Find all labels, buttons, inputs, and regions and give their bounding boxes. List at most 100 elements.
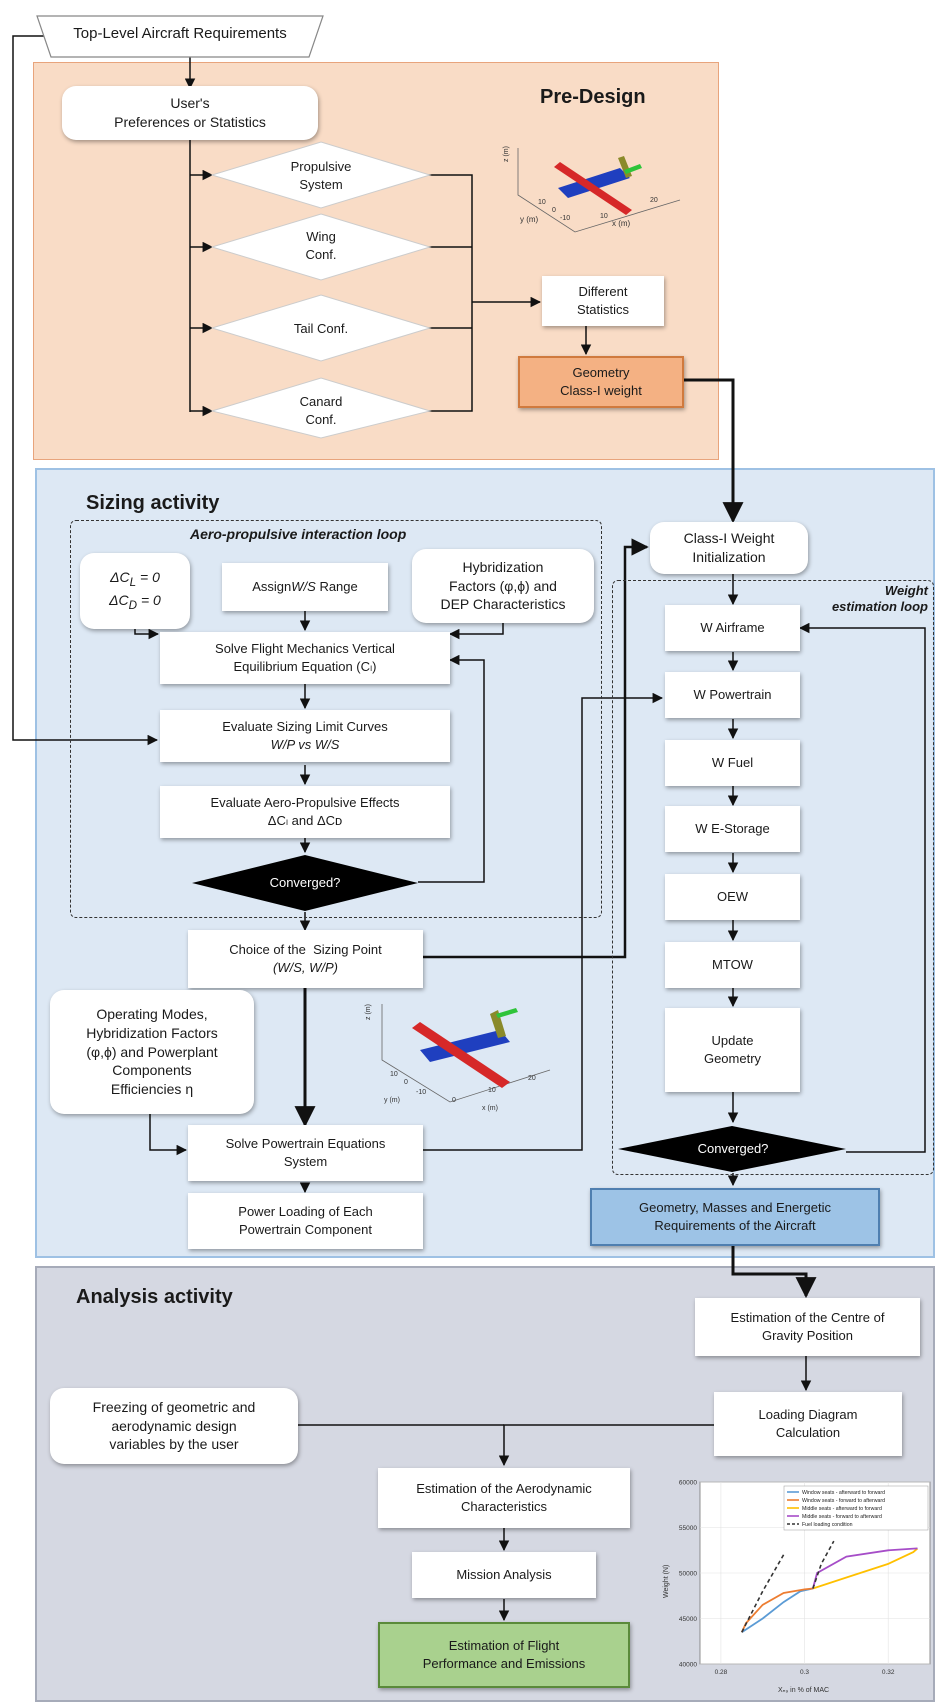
evaluate-limit-line2: W/P vs W/S bbox=[270, 737, 340, 752]
chart-xlabel: Xₙ₉ in % of MAC bbox=[778, 1687, 829, 1694]
plot-top-ytick-3: -10 bbox=[560, 215, 570, 222]
plot-mid-xtick-2: 20 bbox=[528, 1075, 536, 1082]
chart-ytick-label: 50000 bbox=[679, 1571, 697, 1578]
assign-ws-b: W/S bbox=[291, 579, 316, 595]
chart-ytick-label: 55000 bbox=[679, 1525, 697, 1532]
delta-cd-symbol: ΔC bbox=[109, 592, 129, 608]
freezing-box: Freezing of geometric and aerodynamic de… bbox=[50, 1388, 298, 1464]
delta-cd-line: ΔCD = 0 bbox=[109, 592, 161, 612]
requirements-shape bbox=[36, 15, 324, 58]
aero-characteristics-box: Estimation of the Aerodynamic Characteri… bbox=[378, 1468, 630, 1528]
mission-analysis-box: Mission Analysis bbox=[412, 1552, 596, 1598]
aero-loop-frame bbox=[70, 520, 602, 918]
propulsive-system-label: Propulsive System bbox=[290, 159, 352, 192]
chart-series-line bbox=[741, 1554, 785, 1633]
plot-mid-zlabel: z (m) bbox=[365, 1004, 372, 1020]
solve-flight-box: Solve Flight Mechanics Vertical Equilibr… bbox=[160, 632, 450, 684]
solve-powertrain-box: Solve Powertrain Equations System bbox=[188, 1125, 423, 1181]
power-loading-box: Power Loading of Each Powertrain Compone… bbox=[188, 1193, 423, 1249]
w-airframe-box: W Airframe bbox=[665, 605, 800, 651]
aero-loop-title: Aero-propulsive interaction loop bbox=[190, 526, 407, 542]
decision-diamonds bbox=[210, 141, 432, 439]
geometry-class-i-box: Geometry Class-I weight bbox=[518, 356, 684, 408]
mtow-box: MTOW bbox=[665, 942, 800, 988]
chart-legend-box bbox=[783, 1485, 929, 1531]
evaluate-aero-line1: Evaluate Aero-Propulsive Effects bbox=[210, 795, 400, 811]
chart-ytick-label: 45000 bbox=[679, 1616, 697, 1623]
plot-top-ytick-2: 0 bbox=[552, 207, 556, 214]
chart-ytick-label: 60000 bbox=[679, 1480, 697, 1487]
plot-top-ytick-1: 10 bbox=[538, 199, 546, 206]
choice-sizing-point-box: Choice of the Sizing Point (W/S, W/P) bbox=[188, 930, 423, 988]
converged-right-diamond bbox=[618, 1126, 846, 1172]
chart-ylabel: Weight (N) bbox=[663, 1565, 670, 1598]
w-powertrain-box: W Powertrain bbox=[665, 672, 800, 718]
delta-cl-line: ΔCL = 0 bbox=[110, 569, 160, 590]
predesign-title: Pre-Design bbox=[540, 86, 646, 108]
aircraft-3d-plot-mid: z (m) y (m) x (m) 10 0 -10 0 10 20 bbox=[365, 1004, 551, 1112]
converged-right-label: Converged? bbox=[697, 1141, 769, 1156]
delta-cl-symbol: ΔC bbox=[110, 569, 130, 586]
chart-series-line bbox=[812, 1540, 835, 1589]
chart-legend-label: Window seats - forward to afterward bbox=[802, 1498, 885, 1504]
weight-loop-frame bbox=[612, 580, 934, 1175]
loading-diagram-box: Loading Diagram Calculation bbox=[714, 1392, 902, 1456]
converged-left-diamond bbox=[192, 855, 418, 911]
wing-conf-label: Wing Conf. bbox=[305, 229, 337, 262]
assign-ws-range-box: Assign W/S Range bbox=[222, 563, 388, 611]
evaluate-aero-box: Evaluate Aero-Propulsive Effects ΔCₗ and… bbox=[160, 786, 450, 838]
assign-ws-a: Assign bbox=[252, 579, 292, 595]
preferences-box: User's Preferences or Statistics bbox=[62, 86, 318, 140]
evaluate-limit-line1: Evaluate Sizing Limit Curves bbox=[222, 719, 388, 735]
choice-line1: Choice of the Sizing Point bbox=[229, 942, 382, 958]
plot-mid-ytick-1: 10 bbox=[390, 1071, 398, 1078]
chart-legend-label: Fuel loading condition bbox=[802, 1522, 853, 1528]
plot-top-xlabel: x (m) bbox=[612, 219, 631, 228]
chart-xtick-label: 0.32 bbox=[882, 1669, 895, 1676]
choice-line2: (W/S, W/P) bbox=[273, 960, 338, 975]
aircraft-3d-plot-top: z (m) y (m) x (m) 10 0 -10 10 20 bbox=[503, 146, 681, 233]
top-requirements-label: Top-Level Aircraft Requirements bbox=[73, 25, 287, 42]
geometry-masses-output-box: Geometry, Masses and Energetic Requireme… bbox=[590, 1188, 880, 1246]
weight-loop-title: Weight estimation loop bbox=[831, 583, 928, 615]
oew-box: OEW bbox=[665, 874, 800, 920]
chart-legend-label: Middle seats - afterward to forward bbox=[802, 1506, 882, 1512]
update-geometry-box: Update Geometry bbox=[665, 1008, 800, 1092]
sizing-title: Sizing activity bbox=[86, 492, 220, 514]
w-fuel-box: W Fuel bbox=[665, 740, 800, 786]
plot-mid-xlabel: x (m) bbox=[482, 1105, 498, 1112]
class-i-init-box: Class-I Weight Initialization bbox=[650, 522, 808, 574]
performance-emissions-box: Estimation of Flight Performance and Emi… bbox=[378, 1622, 630, 1688]
tail-conf-label: Tail Conf. bbox=[293, 321, 349, 336]
delta-cd-sub: D bbox=[128, 598, 138, 612]
chart-legend-label: Window seats - afterward to forward bbox=[802, 1490, 885, 1496]
chart-legend: Window seats - afterward to forwardWindo… bbox=[783, 1485, 929, 1531]
different-statistics-box: Different Statistics bbox=[542, 276, 664, 326]
canard-conf-label: Canard Conf. bbox=[299, 394, 343, 427]
cg-estimation-box: Estimation of the Centre of Gravity Posi… bbox=[695, 1298, 920, 1356]
plot-mid-xtick-1: 10 bbox=[488, 1087, 496, 1094]
assign-ws-c: Range bbox=[315, 579, 358, 595]
chart-series-line bbox=[812, 1547, 919, 1590]
delta-coefficients-box: ΔCL = 0 ΔCD = 0 bbox=[80, 553, 190, 629]
plot-mid-ytick-2: 0 bbox=[404, 1079, 408, 1086]
plot-top-ylabel: y (m) bbox=[520, 215, 539, 224]
plot-top-xtick-2: 20 bbox=[650, 197, 658, 204]
operating-modes-box: Operating Modes, Hybridization Factors (… bbox=[50, 990, 254, 1114]
delta-cl-sub: L bbox=[129, 576, 137, 590]
w-estorage-box: W E-Storage bbox=[665, 806, 800, 852]
plot-mid-xtick-0: 0 bbox=[452, 1097, 456, 1104]
plot-top-zlabel: z (m) bbox=[503, 146, 510, 162]
analysis-title: Analysis activity bbox=[76, 1286, 233, 1308]
chart-ytick-label: 40000 bbox=[679, 1662, 697, 1669]
plot-mid-ylabel: y (m) bbox=[384, 1097, 400, 1104]
chart-xtick-label: 0.28 bbox=[715, 1669, 728, 1676]
chart-series bbox=[740, 1540, 919, 1633]
plot-top-xtick-1: 10 bbox=[600, 213, 608, 220]
chart-legend-label: Middle seats - forward to afterward bbox=[802, 1514, 882, 1520]
evaluate-limit-box: Evaluate Sizing Limit Curves W/P vs W/S bbox=[160, 710, 450, 762]
evaluate-aero-line2: ΔCₗ and ΔCᴅ bbox=[267, 813, 343, 828]
